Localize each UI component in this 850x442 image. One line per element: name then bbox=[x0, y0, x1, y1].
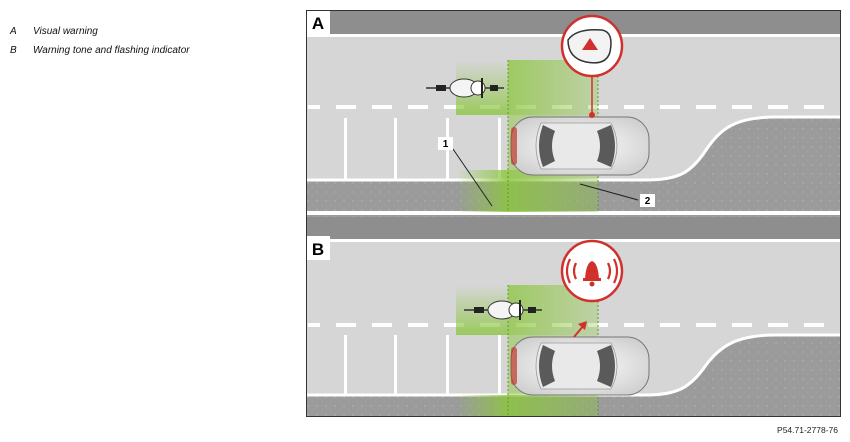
bell-alarm-icon bbox=[560, 239, 624, 303]
mirror-warning-icon bbox=[560, 14, 624, 78]
callout-1: 1 bbox=[438, 137, 493, 207]
legend-letter: A bbox=[10, 26, 17, 37]
legend-letter: B bbox=[10, 45, 17, 56]
car-icon bbox=[510, 116, 650, 176]
panel-b: B bbox=[306, 215, 841, 417]
blind-spot-figure: 1 2 A bbox=[306, 10, 841, 417]
car-icon bbox=[510, 336, 650, 396]
callout-2-label: 2 bbox=[645, 196, 651, 207]
figure-code: P54.71-2778-76 bbox=[777, 425, 838, 435]
callout-2: 2 bbox=[579, 183, 655, 207]
motorcycle-icon bbox=[464, 300, 542, 320]
panel-a: 1 2 A bbox=[306, 10, 841, 215]
motorcycle-icon bbox=[426, 78, 504, 98]
callout-1-label: 1 bbox=[443, 139, 449, 150]
legend-text: Warning tone and flashing indicator bbox=[33, 45, 190, 56]
legend-text: Visual warning bbox=[33, 26, 98, 37]
panel-a-label: A bbox=[312, 14, 324, 33]
panel-b-label: B bbox=[312, 240, 324, 259]
